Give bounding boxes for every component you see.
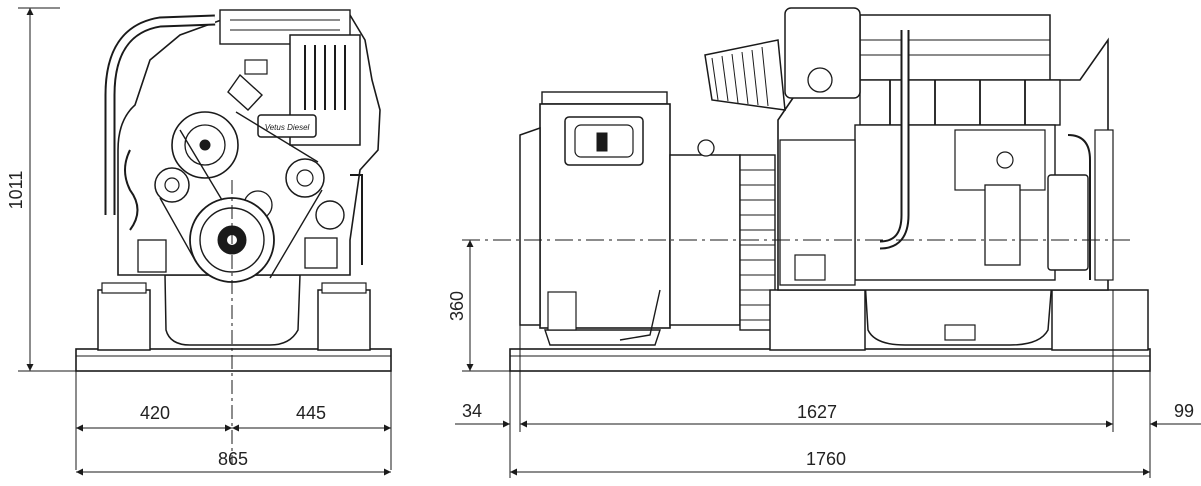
dim-front-offset: 34 — [462, 401, 482, 421]
dim-base-length: 1627 — [797, 402, 837, 422]
dim-rear-offset: 99 — [1174, 401, 1194, 421]
front-badge: Vetus Diesel — [265, 123, 310, 132]
dim-total-width: 865 — [218, 449, 248, 469]
front-dimensions: 1011 420 445 865 — [6, 7, 392, 476]
dim-height: 1011 — [6, 171, 26, 210]
dim-right-width: 445 — [296, 403, 326, 423]
side-view — [509, 7, 1151, 372]
side-dimensions: 360 34 1627 99 1760 — [447, 135, 1201, 478]
dim-left-width: 420 — [140, 403, 170, 423]
front-view: Vetus Diesel — [75, 9, 392, 372]
dim-shaft-height: 360 — [447, 291, 467, 321]
dim-total-length: 1760 — [806, 449, 846, 469]
